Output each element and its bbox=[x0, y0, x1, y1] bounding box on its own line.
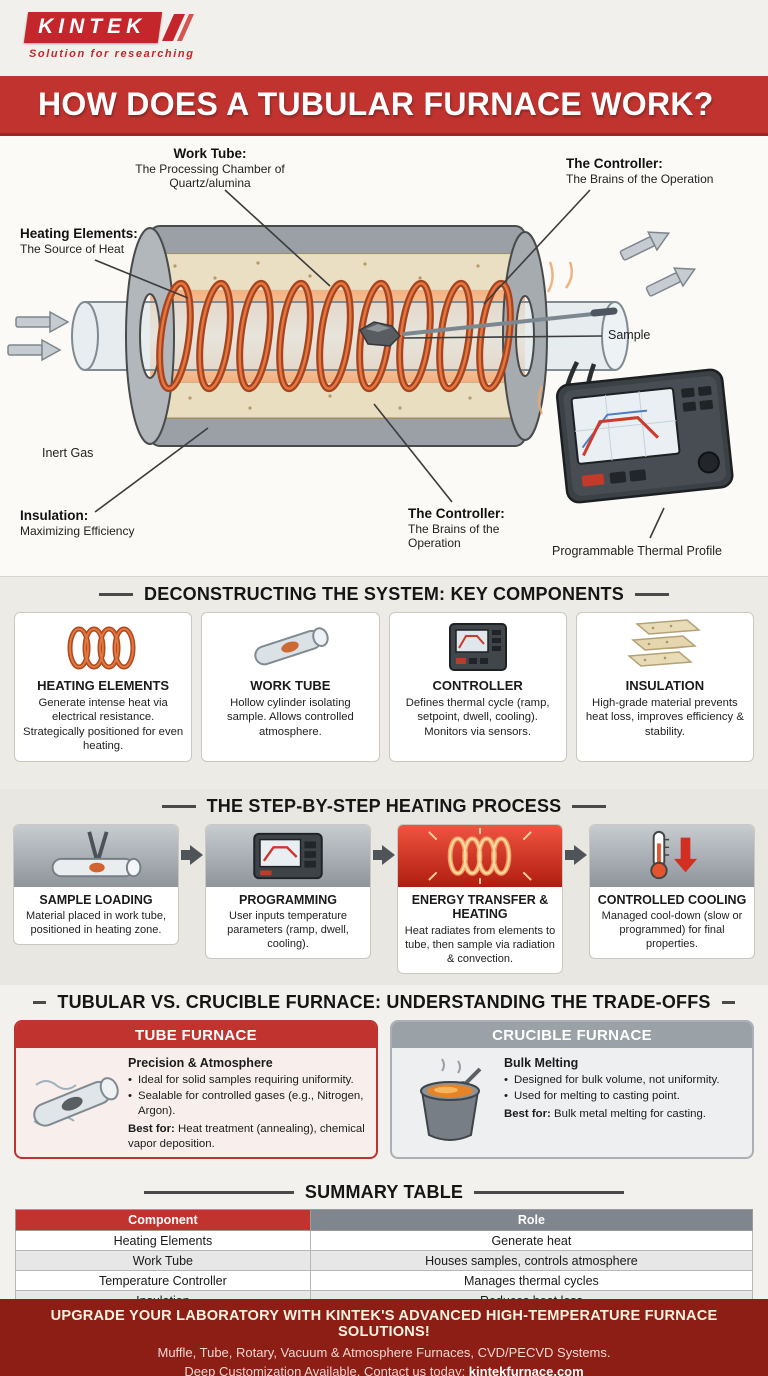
header: KINTEK Solution for researching bbox=[0, 0, 768, 76]
kintek-logo: KINTEK Solution for researching bbox=[23, 12, 768, 60]
label-controller-bottom: The Controller: The Brains of the Operat… bbox=[408, 506, 505, 551]
component-card-work-tube: WORK TUBE Hollow cylinder isolating samp… bbox=[201, 612, 380, 763]
controller-red-button bbox=[581, 473, 605, 487]
leader-lines bbox=[94, 189, 665, 539]
bullet-item: Ideal for solid samples requiring unifor… bbox=[128, 1073, 368, 1088]
controller-device bbox=[555, 368, 734, 504]
controller-knob bbox=[697, 451, 720, 474]
summary-section: SUMMARY TABLE Component Role Heating Ele… bbox=[0, 1175, 768, 1311]
glowing-coil-icon bbox=[398, 825, 562, 887]
comparison-section: TUBULAR VS. CRUCIBLE FURNACE: UNDERSTAND… bbox=[0, 985, 768, 1175]
tube-furnace-bullets: Ideal for solid samples requiring unifor… bbox=[128, 1073, 368, 1118]
setpoint-curve bbox=[581, 409, 648, 449]
process-step-controlled-cooling: CONTROLLED COOLING Managed cool-down (sl… bbox=[589, 824, 755, 960]
table-row: Heating Elements Generate heat bbox=[15, 1230, 754, 1251]
footer: UPGRADE YOUR LABORATORY WITH KINTEK'S AD… bbox=[0, 1299, 768, 1376]
controller-screen-icon bbox=[206, 825, 370, 887]
process-arrow-icon bbox=[179, 824, 205, 886]
component-card-heating-elements: HEATING ELEMENTS Generate intense heat v… bbox=[14, 612, 193, 763]
comparison-section-title: TUBULAR VS. CRUCIBLE FURNACE: UNDERSTAND… bbox=[0, 985, 768, 1017]
label-insulation: Insulation: Maximizing Efficiency bbox=[20, 508, 135, 538]
brand-tagline: Solution for researching bbox=[29, 48, 195, 60]
component-card-insulation: INSULATION High-grade material prevents … bbox=[575, 612, 754, 763]
page-title: HOW DOES A TUBULAR FURNACE WORK? bbox=[38, 86, 714, 122]
insulation-layers-icon bbox=[584, 617, 746, 677]
label-controller-top: The Controller: The Brains of the Operat… bbox=[566, 156, 714, 186]
components-section-title: DECONSTRUCTING THE SYSTEM: KEY COMPONENT… bbox=[0, 577, 768, 609]
bullet-item: Designed for bulk volume, not uniformity… bbox=[504, 1073, 744, 1088]
controller-buttons bbox=[681, 385, 714, 412]
label-work-tube: Work Tube: The Processing Chamber of Qua… bbox=[135, 146, 285, 191]
insulation-texture bbox=[173, 261, 480, 410]
thermal-profile-curve bbox=[582, 416, 660, 457]
column-header-role: Role bbox=[309, 1209, 754, 1231]
label-thermal-profile: Programmable Thermal Profile bbox=[552, 544, 722, 558]
crucible-illustration bbox=[400, 1055, 500, 1151]
exhaust-arrows bbox=[616, 223, 700, 302]
summary-table: Component Role Heating Elements Generate… bbox=[15, 1209, 754, 1311]
inert-gas-arrows bbox=[7, 311, 69, 361]
bullet-item: Sealable for controlled gases (e.g., Nit… bbox=[128, 1089, 368, 1119]
crucible-furnace-panel: CRUCIBLE FURNACE bbox=[390, 1020, 754, 1160]
website-link[interactable]: kintekfurnace.com bbox=[468, 1364, 584, 1376]
process-step-sample-loading: SAMPLE LOADING Material placed in work t… bbox=[13, 824, 179, 946]
component-card-controller: CONTROLLER Defines thermal cycle (ramp, … bbox=[388, 612, 567, 763]
key-components-section: DECONSTRUCTING THE SYSTEM: KEY COMPONENT… bbox=[0, 577, 768, 789]
column-header-component: Component bbox=[15, 1209, 311, 1231]
logo-flourish-icon bbox=[162, 14, 195, 41]
footer-products-line: Muffle, Tube, Rotary, Vacuum & Atmospher… bbox=[157, 1345, 611, 1360]
process-step-energy-transfer: ENERGY TRANSFER & HEATING Heat radiates … bbox=[397, 824, 563, 974]
process-arrow-icon bbox=[371, 824, 397, 886]
table-row: Temperature Controller Manages thermal c… bbox=[15, 1270, 754, 1291]
table-row: Work Tube Houses samples, controls atmos… bbox=[15, 1250, 754, 1271]
summary-section-title: SUMMARY TABLE bbox=[0, 1175, 768, 1207]
hand-loading-icon bbox=[14, 825, 178, 887]
thermocouple-probe bbox=[402, 307, 618, 336]
footer-contact-line: Deep Customization Available. Contact us… bbox=[0, 1364, 768, 1376]
process-section-title: THE STEP-BY-STEP HEATING PROCESS bbox=[0, 789, 768, 821]
footer-headline: UPGRADE YOUR LABORATORY WITH KINTEK'S AD… bbox=[50, 1308, 718, 1340]
label-heating-elements: Heating Elements: The Source of Heat bbox=[20, 226, 138, 256]
crucible-furnace-bullets: Designed for bulk volume, not uniformity… bbox=[504, 1073, 744, 1104]
heat-wisps bbox=[537, 261, 574, 415]
work-tube-icon bbox=[209, 617, 371, 677]
furnace-cutaway-illustration bbox=[7, 189, 734, 539]
label-inert-gas: Inert Gas bbox=[42, 446, 94, 460]
heating-process-section: THE STEP-BY-STEP HEATING PROCESS SAMPLE … bbox=[0, 789, 768, 985]
heating-coil-icon bbox=[22, 617, 184, 677]
label-sample: Sample bbox=[608, 328, 651, 342]
process-arrow-icon bbox=[563, 824, 589, 886]
bullet-item: Used for melting to casting point. bbox=[504, 1089, 744, 1104]
brand-text: KINTEK bbox=[38, 15, 147, 38]
tube-furnace-panel: TUBE FURNACE bbox=[14, 1020, 378, 1160]
controller-icon bbox=[397, 617, 559, 677]
title-banner: HOW DOES A TUBULAR FURNACE WORK? bbox=[0, 76, 768, 136]
process-step-programming: PROGRAMMING User inputs temperature para… bbox=[205, 824, 371, 960]
thermometer-cooling-icon bbox=[590, 825, 754, 887]
tube-furnace-illustration bbox=[24, 1055, 124, 1151]
sample-object bbox=[358, 321, 402, 347]
logo-box: KINTEK bbox=[23, 12, 163, 43]
furnace-diagram-section: Work Tube: The Processing Chamber of Qua… bbox=[0, 136, 768, 577]
